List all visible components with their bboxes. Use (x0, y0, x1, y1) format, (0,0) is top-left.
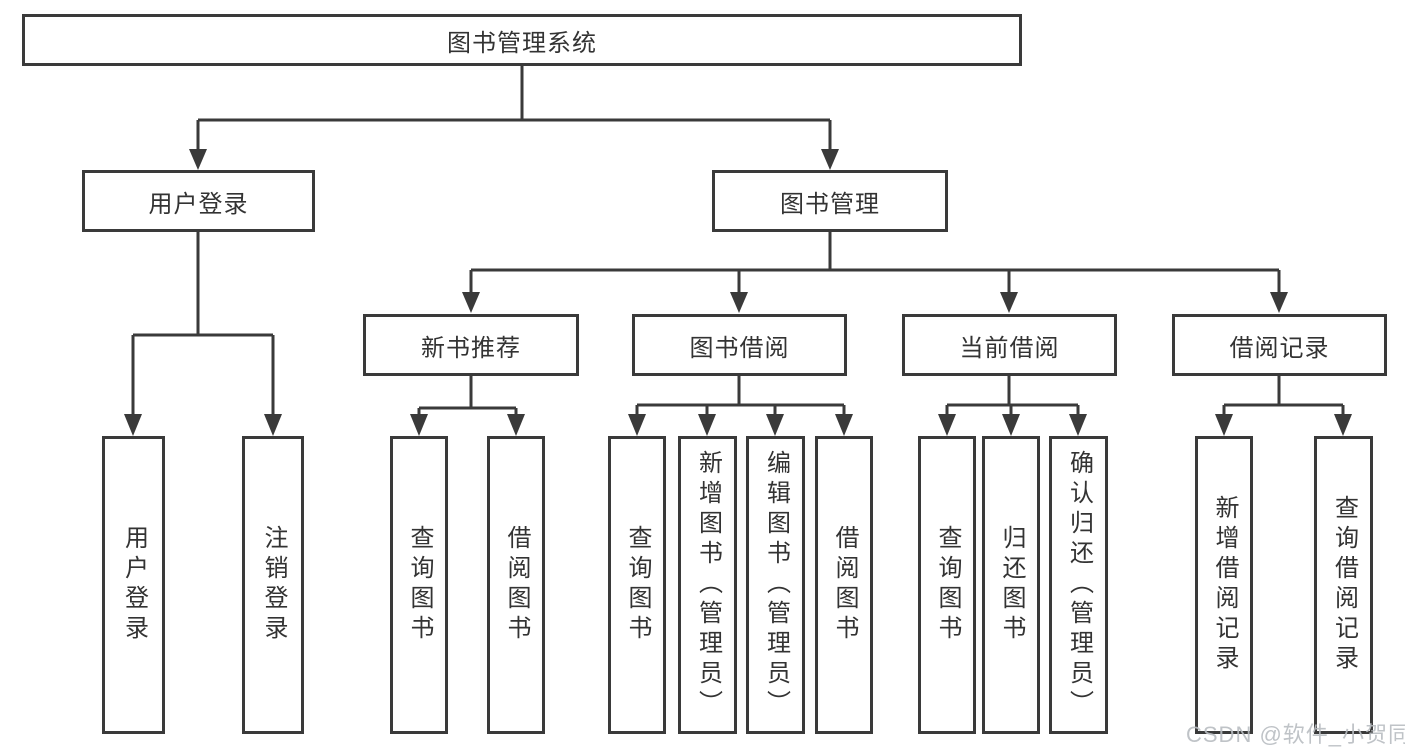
node-new-book-recommend-label: 新书推荐 (421, 334, 521, 362)
node-new-book-recommend: 新书推荐 (363, 314, 579, 376)
watermark: CSDN @软件_小贺同学 (1186, 722, 1405, 747)
node-current-borrow-label: 当前借阅 (959, 334, 1060, 362)
leaf-query-books-recommend: 查询图书 (390, 436, 448, 734)
leaf-borrow-books-recommend-label: 借阅图书 (503, 525, 530, 645)
leaf-query-borrow-record-label: 查询借阅记录 (1330, 495, 1358, 675)
leaf-add-borrow-record-label: 新增借阅记录 (1211, 495, 1238, 675)
leaf-borrow-books: 借阅图书 (815, 436, 873, 734)
leaf-query-books-current-label: 查询图书 (934, 525, 961, 645)
leaf-confirm-return-admin-label: 确认归还（管理员） (1065, 450, 1093, 720)
node-library-system: 图书管理系统 (22, 14, 1022, 66)
leaf-query-books-borrow: 查询图书 (608, 436, 666, 734)
leaf-logout-label: 注销登录 (260, 525, 287, 645)
leaf-return-books-label: 归还图书 (998, 525, 1025, 645)
node-book-borrow: 图书借阅 (632, 314, 847, 376)
leaf-query-borrow-record: 查询借阅记录 (1314, 436, 1373, 734)
node-borrow-records-label: 借阅记录 (1229, 334, 1330, 362)
node-user-login: 用户登录 (82, 170, 315, 232)
leaf-query-books-recommend-label: 查询图书 (406, 525, 433, 645)
node-book-borrow-label: 图书借阅 (689, 334, 790, 362)
leaf-user-login-label: 用户登录 (120, 525, 148, 645)
leaf-user-login: 用户登录 (102, 436, 165, 734)
leaf-add-book-admin: 新增图书（管理员） (678, 436, 737, 734)
leaf-confirm-return-admin: 确认归还（管理员） (1049, 436, 1108, 734)
leaf-query-books-current: 查询图书 (918, 436, 976, 734)
leaf-add-borrow-record: 新增借阅记录 (1195, 436, 1253, 734)
node-user-login-label: 用户登录 (148, 190, 249, 218)
node-book-management-label: 图书管理 (780, 190, 880, 218)
leaf-borrow-books-recommend: 借阅图书 (487, 436, 545, 734)
leaf-edit-book-admin-label: 编辑图书（管理员） (762, 450, 790, 720)
leaf-return-books: 归还图书 (982, 436, 1040, 734)
node-borrow-records: 借阅记录 (1172, 314, 1387, 376)
leaf-add-book-admin-label: 新增图书（管理员） (694, 450, 722, 720)
leaf-query-books-borrow-label: 查询图书 (624, 525, 651, 645)
leaf-edit-book-admin: 编辑图书（管理员） (746, 436, 805, 734)
node-current-borrow: 当前借阅 (902, 314, 1117, 376)
leaf-logout: 注销登录 (242, 436, 304, 734)
node-book-management: 图书管理 (712, 170, 948, 232)
node-library-system-label: 图书管理系统 (447, 29, 597, 57)
leaf-borrow-books-label: 借阅图书 (831, 525, 858, 645)
